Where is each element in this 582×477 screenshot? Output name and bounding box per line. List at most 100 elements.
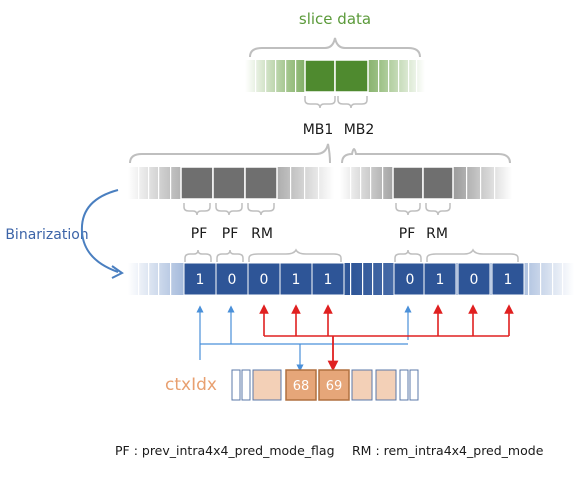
pf1-bin-brace <box>184 249 212 262</box>
rm1-bin-brace <box>248 248 342 262</box>
mb1-large-brace <box>129 143 331 164</box>
ctx-cell <box>351 369 373 401</box>
mb-cell-divider <box>382 167 384 199</box>
bin-cell-mb2 <box>457 262 491 296</box>
mb-cell-divider <box>370 167 372 199</box>
mb-cell-divider <box>138 167 140 199</box>
bin-cell-mb1 <box>183 262 217 296</box>
bin-cell-divider <box>372 263 374 295</box>
bin-value-mb2: 1 <box>436 272 445 288</box>
pf-label-3: PF <box>399 226 416 242</box>
slice-cell-divider <box>378 60 380 92</box>
bin-cell-mb2 <box>491 262 525 296</box>
slice-data-bar <box>245 59 425 93</box>
rm1-brace <box>247 203 275 216</box>
bin-cell-mb1 <box>215 262 249 296</box>
bin-value-mb2: 0 <box>406 272 415 288</box>
slice-brace <box>249 37 421 58</box>
mb-cell-divider <box>494 167 496 199</box>
mb-cell-divider <box>350 167 352 199</box>
mb-cell-divider <box>318 167 320 199</box>
mb2-large-brace <box>341 148 511 164</box>
slice-cell-divider <box>285 60 287 92</box>
slice-cell-divider <box>265 60 267 92</box>
legend-rm: RM : rem_intra4x4_pred_mode <box>352 443 544 458</box>
pf-label-1: PF <box>191 226 208 242</box>
slice-cell-divider <box>275 60 277 92</box>
bin-cell-divider <box>170 263 172 295</box>
slice-cell-divider <box>388 60 390 92</box>
legend-pf: PF : prev_intra4x4_pred_mode_flag <box>115 443 335 458</box>
rm-label-2: RM <box>426 226 448 242</box>
pf1-brace <box>183 203 211 216</box>
bin-value-mb2: 0 <box>470 272 479 288</box>
binarization-arrow-head <box>111 265 124 279</box>
bin-cell-mb1 <box>311 262 345 296</box>
binarization-arrow <box>80 189 119 273</box>
ctxidx-label: ctxIdx <box>165 375 217 395</box>
pf-label-2: PF <box>222 226 239 242</box>
bin-value-mb1: 1 <box>292 272 301 288</box>
binarization-label: Binarization <box>5 227 88 243</box>
mb2-label: MB2 <box>344 122 375 138</box>
bin-cell-divider <box>158 263 160 295</box>
mb-cell-divider <box>290 167 292 199</box>
rm2-bin-brace <box>426 248 519 262</box>
ctx-cell <box>399 369 409 401</box>
rm-context-arrows <box>259 304 514 372</box>
bin-cell-mb2 <box>393 262 427 296</box>
pf3-brace <box>395 203 421 216</box>
bin-value-mb1: 0 <box>228 272 237 288</box>
mb-cell-divider <box>148 167 150 199</box>
ctxidx-bar <box>231 369 419 401</box>
bin-cell-divider <box>562 263 564 295</box>
mb-cell-divider <box>170 167 172 199</box>
ctx-cell <box>252 369 282 401</box>
mb2-bar <box>340 166 512 200</box>
bin-cell-divider <box>528 263 530 295</box>
ctx-cell <box>231 369 241 401</box>
mb1-small-brace <box>304 96 336 109</box>
slice-cell-divider <box>398 60 400 92</box>
bin-cell-divider <box>138 263 140 295</box>
ctx-value-68: 68 <box>293 379 310 394</box>
slice-cell-divider <box>416 60 418 92</box>
mb2-small-brace <box>337 96 368 109</box>
bin-value-mb2: 1 <box>504 272 513 288</box>
bin-cell-divider <box>362 263 364 295</box>
ctx-cell <box>409 369 419 401</box>
mb1-bar <box>128 166 334 200</box>
bin-value-mb1: 1 <box>196 272 205 288</box>
slice-cell-divider <box>295 60 297 92</box>
slice-data-title: slice data <box>299 10 371 28</box>
bin-cell-divider <box>552 263 554 295</box>
slice-cell-divider <box>255 60 257 92</box>
bin-cell-divider <box>350 263 352 295</box>
bin-cell-mb2 <box>423 262 457 296</box>
slice-cell-divider <box>408 60 410 92</box>
rm2-brace <box>425 203 451 216</box>
pf2-bin-brace <box>216 249 244 262</box>
mb-cell-divider <box>480 167 482 199</box>
pf-context-arrows <box>196 305 412 372</box>
mb-cell-divider <box>158 167 160 199</box>
mb-cell-divider <box>304 167 306 199</box>
bin-cell-divider <box>382 263 384 295</box>
bin-cell-mb1 <box>247 262 281 296</box>
ctx-cell <box>241 369 251 401</box>
mb-cell-divider <box>360 167 362 199</box>
ctx-value-69: 69 <box>326 379 343 394</box>
bin-cell-divider <box>540 263 542 295</box>
rm-label-1: RM <box>251 226 273 242</box>
bin-cell-divider <box>148 263 150 295</box>
bin-cell-mb1 <box>279 262 313 296</box>
mb1-label: MB1 <box>303 122 334 138</box>
mb-cell-divider <box>466 167 468 199</box>
bin-value-mb1: 0 <box>260 272 269 288</box>
ctx-cell <box>375 369 397 401</box>
pf3-bin-brace <box>394 249 422 262</box>
pf2-brace <box>215 203 243 216</box>
